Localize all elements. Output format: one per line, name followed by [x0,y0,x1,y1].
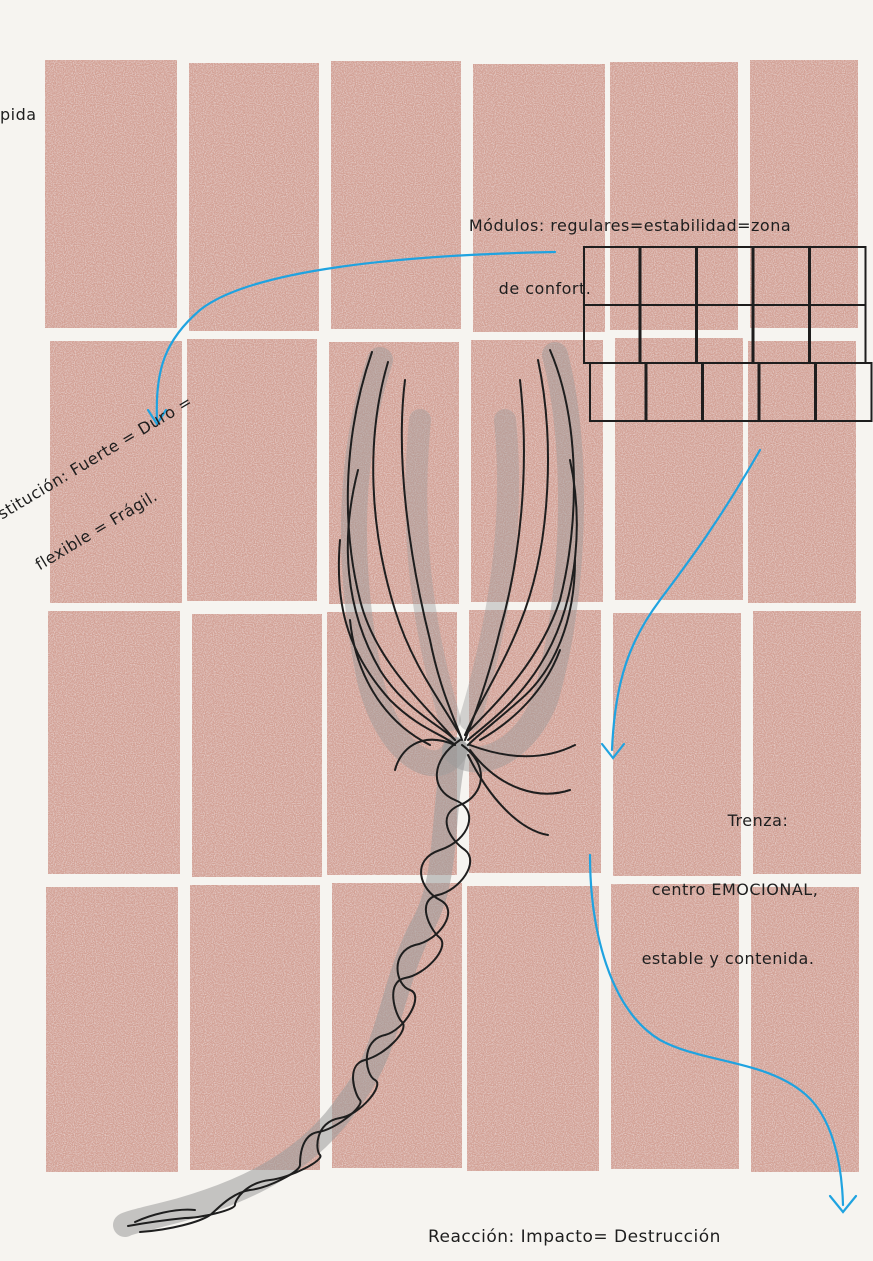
tile [46,887,178,1172]
tile [192,614,322,877]
tile [748,341,856,603]
tile [615,338,743,600]
note-reaccion: Reacción: Impacto= Destrucción [428,1227,721,1248]
note-rapida: pida [0,104,37,125]
note-modulos-line1: Módulos: regulares=estabilidad=zona [370,215,873,236]
tile [48,611,180,874]
tile [45,60,177,328]
note-modulos: Módulos: regulares=estabilidad=zona de c… [370,173,873,320]
note-trenza-line1: Trenza: [638,809,873,832]
note-trenza: Trenza: centro EMOCIONAL, estable y cont… [578,763,873,993]
tile [190,885,320,1170]
note-trenza-line3: estable y contenida. [578,947,873,970]
note-modulos-line2: de confort. [200,278,873,299]
note-trenza-line2: centro EMOCIONAL, [592,878,873,901]
